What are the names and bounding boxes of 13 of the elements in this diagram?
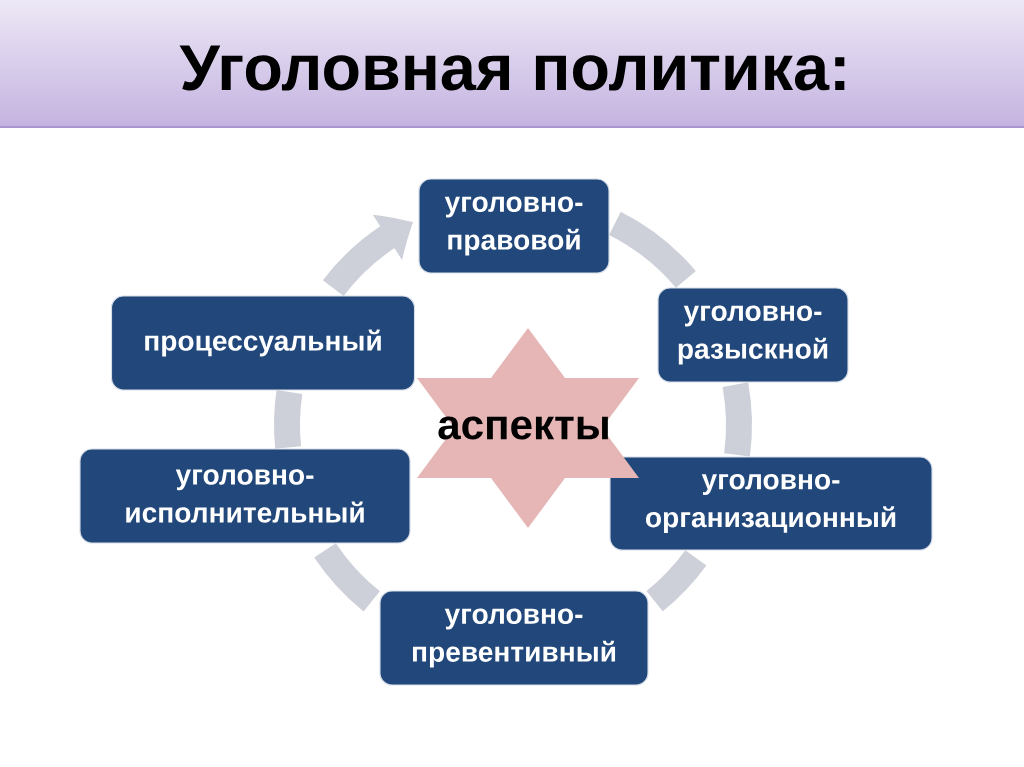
category-box: уголовно- превентивный [379,590,649,686]
curved-connector [646,550,707,612]
category-box: уголовно- разыскной [657,287,849,383]
category-box: уголовно- правовой [418,178,610,274]
category-box: процессуальный [110,295,416,391]
title-banner: Уголовная политика: [0,0,1024,128]
curved-connector [274,390,303,449]
category-box: уголовно- организационный [609,456,933,551]
curved-arrow [323,215,412,297]
curved-connector [608,211,696,288]
category-box: уголовно- исполнительный [79,448,411,544]
curved-connector [314,543,380,612]
curved-connector [722,382,752,457]
